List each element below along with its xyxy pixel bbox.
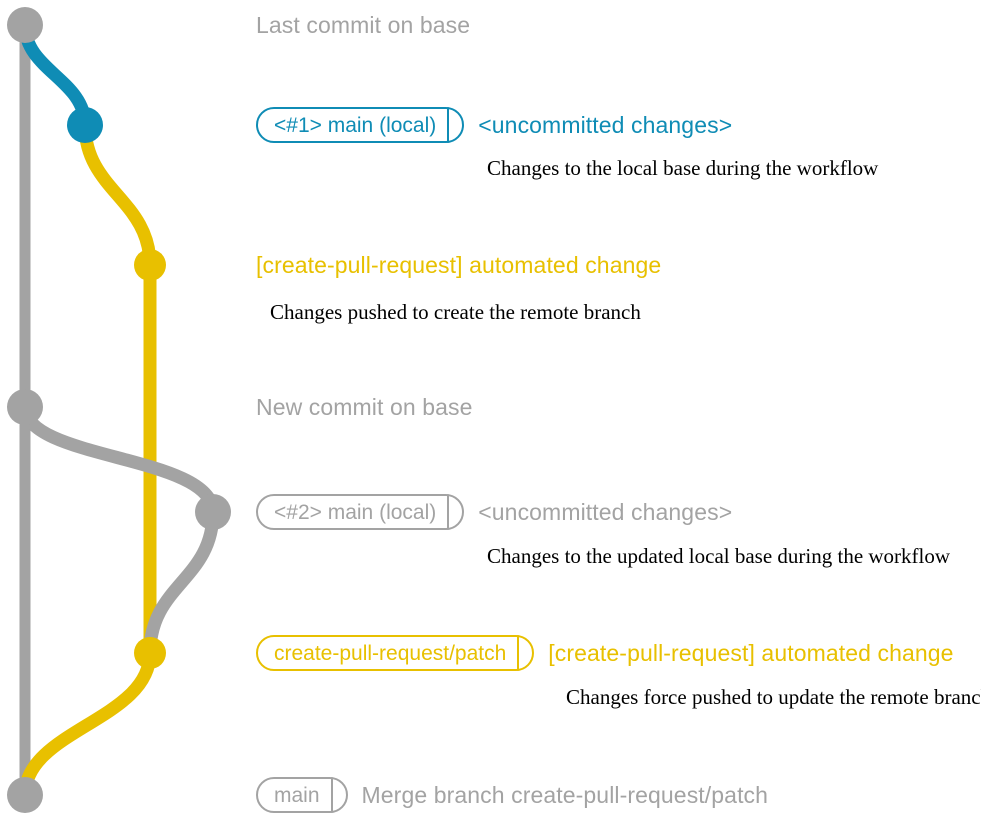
commit-node-local-2[interactable]: [195, 494, 231, 530]
branch-badge[interactable]: create-pull-request/patch: [256, 635, 535, 671]
commit-message: <uncommitted changes>: [478, 498, 733, 525]
row-last-commit-on-base: Last commit on base: [256, 5, 470, 45]
commit-message: Last commit on base: [256, 11, 471, 38]
commit-node-patch-1[interactable]: [134, 249, 166, 281]
branch-badge[interactable]: main: [256, 777, 348, 813]
branch-badge[interactable]: <#2> main (local): [256, 494, 465, 530]
commit-description: Changes to the local base during the wor…: [487, 156, 879, 180]
commit-node-base-last[interactable]: [7, 7, 43, 43]
edges-group: [18, 18, 220, 802]
edge-local1-to-patch1: [78, 118, 157, 272]
commit-node-merge[interactable]: [7, 777, 43, 813]
edge-patch2-to-merge: [18, 646, 157, 802]
branch-badge-notch-icon: [447, 107, 450, 143]
branch-badge-notch-icon: [447, 494, 450, 530]
branch-badge-notch-icon: [330, 777, 333, 813]
row-patch-2: create-pull-request/patch [create-pull-re…: [256, 633, 954, 673]
branch-badge-label: create-pull-request/patch: [274, 641, 507, 665]
branch-badge[interactable]: <#1> main (local): [256, 107, 465, 143]
commit-message: [create-pull-request] automated change: [548, 639, 954, 666]
row-patch-1: [create-pull-request] automated change: [256, 245, 661, 285]
commit-message: [create-pull-request] automated change: [256, 251, 662, 278]
row-merge: main Merge branch create-pull-request/pat…: [256, 775, 768, 815]
nodes-group: [7, 7, 231, 813]
branch-badge-label: <#2> main (local): [274, 500, 437, 524]
row-local-1: <#1> main (local) <uncommitted changes>: [256, 105, 732, 145]
row-local-2: <#2> main (local) <uncommitted changes>: [256, 492, 732, 532]
commit-node-patch-2[interactable]: [134, 637, 166, 669]
row-new-commit-on-base: New commit on base: [256, 387, 473, 427]
commit-description: Changes force pushed to update the remot…: [566, 685, 981, 709]
commit-message: <uncommitted changes>: [478, 111, 733, 138]
branch-badge-notch-icon: [517, 635, 520, 671]
commit-node-base-new[interactable]: [7, 389, 43, 425]
branch-badge-label: <#1> main (local): [274, 113, 437, 137]
edge-basenew-to-local2: [18, 400, 220, 519]
branch-badge-label: main: [274, 783, 320, 807]
commit-message: New commit on base: [256, 393, 473, 420]
commit-message: Merge branch create-pull-request/patch: [361, 781, 769, 808]
commit-description: Changes pushed to create the remote bran…: [270, 300, 641, 324]
commit-description: Changes to the updated local base during…: [487, 544, 951, 568]
commit-node-local-1[interactable]: [67, 107, 103, 143]
edge-local2-to-patch2: [143, 505, 220, 660]
